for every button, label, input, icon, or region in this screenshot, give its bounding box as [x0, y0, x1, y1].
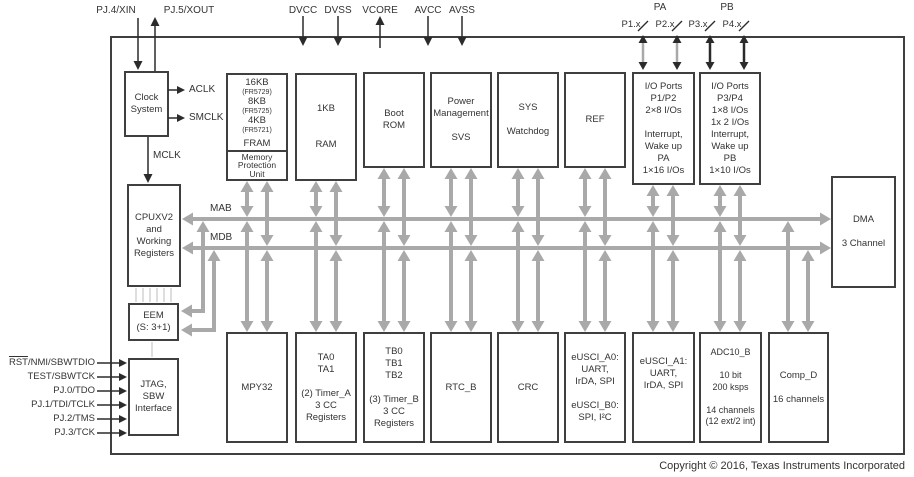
block-io-ports-p3-p4: I/O Ports P3/P4 1×8 I/Os 1x 2 I/Os Inter…: [699, 72, 761, 185]
block-timer-b: TB0 TB1 TB2 (3) Timer_B 3 CC Registers: [363, 332, 425, 443]
signal-label-aclk: ACLK: [189, 84, 216, 95]
block-crc: CRC: [497, 332, 559, 443]
fram-part-fr5721: (FR5721): [242, 126, 272, 134]
port-label-p3x: P3.x: [688, 19, 708, 30]
block-ref: REF: [564, 72, 626, 168]
signal-label-smclk: SMCLK: [189, 112, 224, 123]
rst-overline: RST: [8, 357, 28, 368]
fram-label: FRAM: [243, 138, 271, 149]
pin-label-xin: PJ.4/XIN: [96, 5, 136, 16]
port-group-label-pa: PA: [653, 2, 667, 13]
block-eem: EEM (S: 3+1): [128, 303, 179, 341]
block-clock-system: Clock System: [124, 71, 169, 137]
block-rtc-b: RTC_B: [430, 332, 492, 443]
block-dma: DMA 3 Channel: [831, 176, 896, 288]
bus-label-mdb: MDB: [210, 232, 233, 243]
pin-label-vcore: VCORE: [362, 5, 398, 16]
block-power-management: Power Management SVS: [430, 72, 492, 168]
pin-label-pj2-tms: PJ.2/TMS: [53, 413, 95, 424]
block-comp-d: Comp_D 16 channels: [768, 332, 829, 443]
pin-label-pj1-tdi-tclk: PJ.1/TDI/TCLK: [31, 399, 95, 410]
block-cpu: CPUXV2 and Working Registers: [127, 184, 181, 287]
fram-part-fr5729: (FR5729): [242, 88, 272, 96]
fram-size-4kb: 4KB: [248, 115, 266, 126]
bus-label-mab: MAB: [210, 203, 232, 214]
block-ram: 1KB RAM: [295, 73, 357, 181]
block-boot-rom: Boot ROM: [363, 72, 425, 168]
block-io-ports-p1-p2: I/O Ports P1/P2 2×8 I/Os Interrupt, Wake…: [632, 72, 695, 185]
pin-label-pj3-tck: PJ.3/TCK: [54, 427, 95, 438]
fram-part-fr5725: (FR5725): [242, 107, 272, 115]
pin-label-avss: AVSS: [449, 5, 475, 16]
device-boundary: [110, 36, 905, 455]
pin-label-dvss: DVSS: [324, 5, 352, 16]
pin-label-avcc: AVCC: [414, 5, 442, 16]
port-group-label-pb: PB: [720, 2, 734, 13]
signal-label-mclk: MCLK: [153, 150, 181, 161]
block-eusci-a0-b0: eUSCI_A0: UART, IrDA, SPI eUSCI_B0: SPI,…: [564, 332, 626, 443]
block-eusci-a1: eUSCI_A1: UART, IrDA, SPI: [632, 332, 695, 443]
block-jtag: JTAG, SBW Interface: [128, 358, 179, 436]
block-adc10-b: ADC10_B 10 bit 200 ksps 14 channels (12 …: [699, 332, 762, 443]
block-timer-a: TA0 TA1 (2) Timer_A 3 CC Registers: [295, 332, 357, 443]
pin-label-rst-nmi-sbwtdio: RST/NMI/SBWTDIO: [9, 357, 95, 369]
copyright-notice: Copyright © 2016, Texas Instruments Inco…: [659, 460, 905, 472]
pin-label-pj0-tdo: PJ.0/TDO: [53, 385, 95, 396]
port-label-p2x: P2.x: [655, 19, 675, 30]
fram-size-16kb: 16KB: [245, 77, 269, 88]
port-label-p4x: P4.x: [722, 19, 742, 30]
block-memory-protection-unit: Memory Protection Unit: [226, 150, 288, 181]
block-mpy32: MPY32: [226, 332, 288, 443]
pin-label-dvcc: DVCC: [288, 5, 318, 16]
pin-label-test-sbwtck: TEST/SBWTCK: [27, 371, 95, 382]
rst-rest: /NMI/SBWTDIO: [27, 357, 95, 368]
pin-label-xout: PJ.5/XOUT: [163, 5, 215, 16]
block-sys-watchdog: SYS Watchdog: [497, 72, 559, 168]
fram-size-8kb: 8KB: [248, 96, 266, 107]
block-fram: 16KB (FR5729) 8KB (FR5725) 4KB (FR5721) …: [226, 73, 288, 152]
port-label-p1x: P1.x: [621, 19, 641, 30]
